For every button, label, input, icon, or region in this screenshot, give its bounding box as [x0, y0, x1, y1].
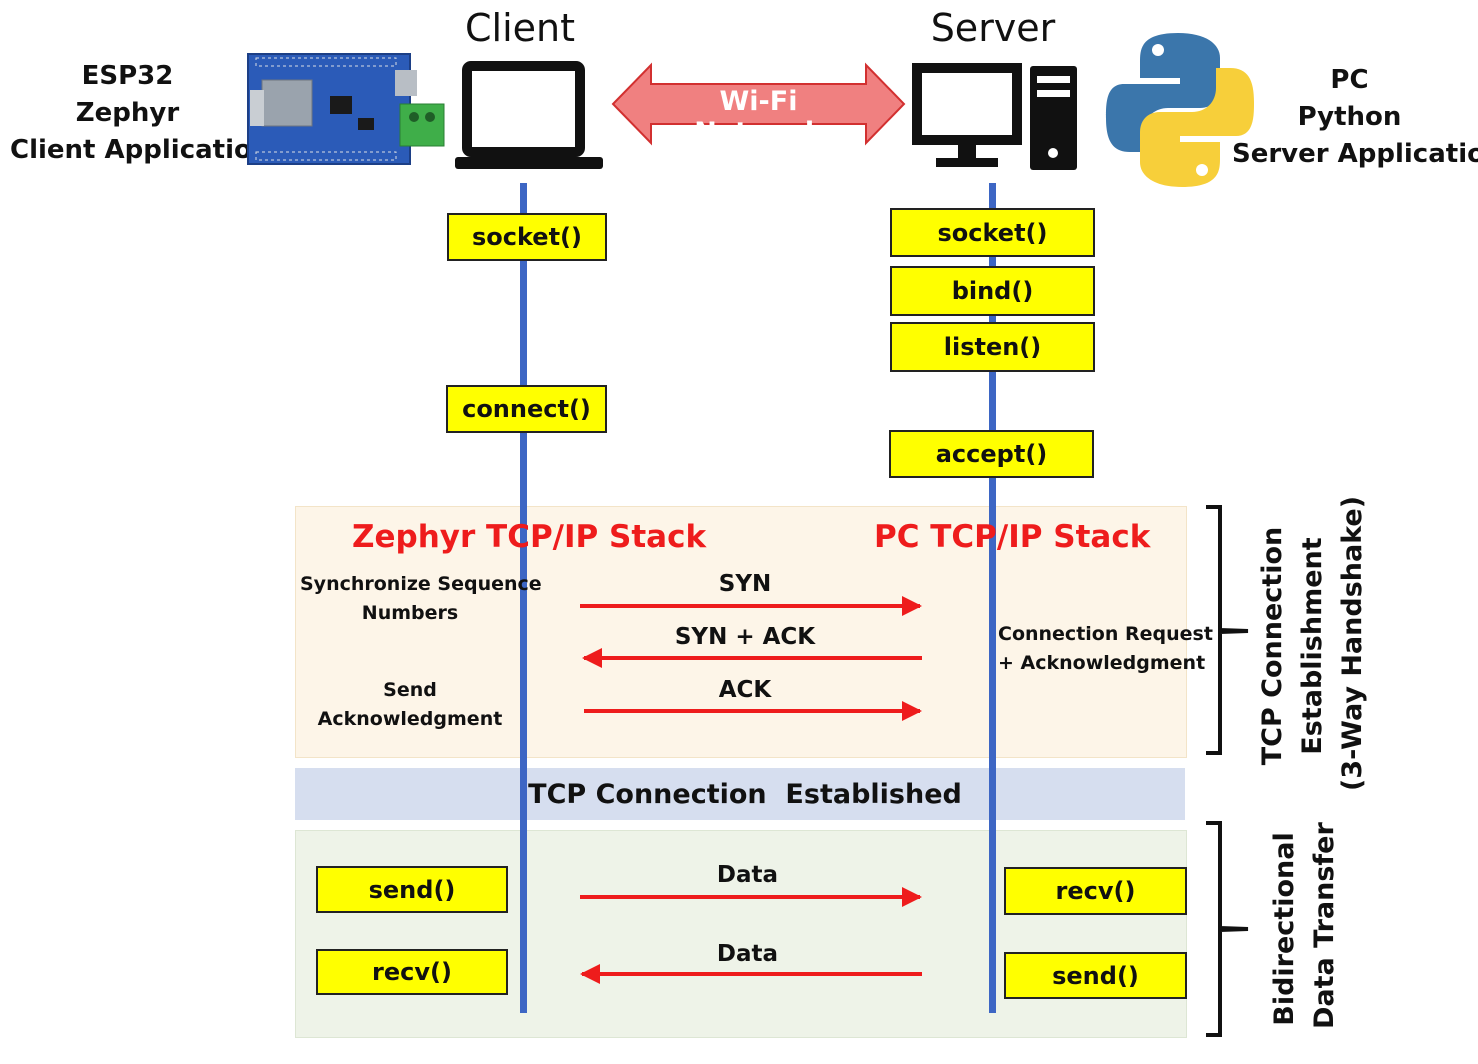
- client-note-ack-line-1: Send: [383, 679, 437, 701]
- server-send-box: send(): [1004, 952, 1187, 999]
- client-socket-box: socket(): [447, 213, 607, 261]
- python-logo-icon: [1106, 33, 1254, 187]
- server-recv-box: recv(): [1004, 867, 1187, 915]
- client-description: ESP32 Zephyr Client Application: [10, 58, 271, 169]
- client-title: Client: [464, 6, 575, 50]
- transfer-panel: [295, 830, 1187, 1038]
- server-desc-line-2: Python: [1297, 102, 1402, 132]
- handshake-panel: [295, 506, 1187, 758]
- server-note-line-1: Connection Request: [998, 623, 1213, 645]
- transfer-brace-line-1: Bidirectional: [1269, 832, 1300, 1026]
- handshake-brace: [1206, 505, 1249, 755]
- server-note: Connection Request + Acknowledgment: [998, 620, 1213, 678]
- client-lifeline: [520, 183, 527, 1013]
- data-label-to-server: Data: [716, 862, 779, 888]
- client-note-sync-line-1: Synchronize Sequence: [300, 573, 542, 595]
- server-accept-box: accept(): [889, 430, 1094, 478]
- server-title: Server: [930, 6, 1056, 50]
- transfer-brace-line-2: Data Transfer: [1309, 822, 1340, 1029]
- transfer-brace-label: Bidirectional Data Transfer: [1265, 822, 1345, 1029]
- client-connect-box: connect(): [446, 385, 607, 433]
- established-band: [295, 768, 1185, 820]
- server-listen-box: listen(): [890, 322, 1095, 372]
- client-note-sync: Synchronize Sequence Numbers: [300, 570, 542, 628]
- client-send-box: send(): [316, 866, 508, 913]
- esp32-board-icon: [247, 53, 445, 165]
- syn-ack-label: SYN + ACK: [674, 624, 816, 650]
- ack-label: ACK: [718, 677, 772, 703]
- handshake-brace-line-2: Establishment: [1297, 537, 1328, 755]
- data-label-to-client: Data: [716, 941, 779, 967]
- client-desc-line-2: Zephyr: [75, 98, 180, 128]
- client-recv-box: recv(): [316, 949, 508, 995]
- handshake-brace-line-3: (3-Way Handshake): [1337, 495, 1368, 791]
- server-lifeline: [989, 183, 996, 1013]
- syn-label: SYN: [718, 571, 772, 597]
- server-bind-box: bind(): [890, 266, 1095, 316]
- handshake-brace-line-1: TCP Connection: [1257, 526, 1288, 766]
- client-desc-line-1: ESP32: [81, 61, 174, 91]
- client-note-ack: Send Acknowledgment: [300, 676, 520, 734]
- server-socket-box: socket(): [890, 208, 1095, 257]
- laptop-icon: [455, 61, 603, 169]
- wifi-network-arrow: [611, 62, 906, 146]
- server-description: PC Python Server Application: [1232, 62, 1478, 173]
- desktop-computer-icon: [912, 63, 1077, 170]
- established-label: TCP Connection Established: [528, 779, 962, 810]
- client-stack-title: Zephyr TCP/IP Stack: [352, 519, 707, 555]
- client-note-sync-line-2: Numbers: [361, 602, 459, 624]
- server-desc-line-1: PC: [1330, 65, 1369, 95]
- client-desc-line-3: Client Application: [10, 135, 271, 165]
- transfer-brace: [1206, 821, 1249, 1037]
- handshake-brace-label: TCP Connection Establishment (3-Way Hand…: [1253, 495, 1373, 791]
- server-note-line-2: + Acknowledgment: [998, 652, 1206, 674]
- server-stack-title: PC TCP/IP Stack: [874, 519, 1151, 555]
- wifi-network-label: Wi-Fi Network: [694, 86, 823, 148]
- server-desc-line-3: Server Application: [1232, 139, 1478, 169]
- client-note-ack-line-2: Acknowledgment: [317, 708, 503, 730]
